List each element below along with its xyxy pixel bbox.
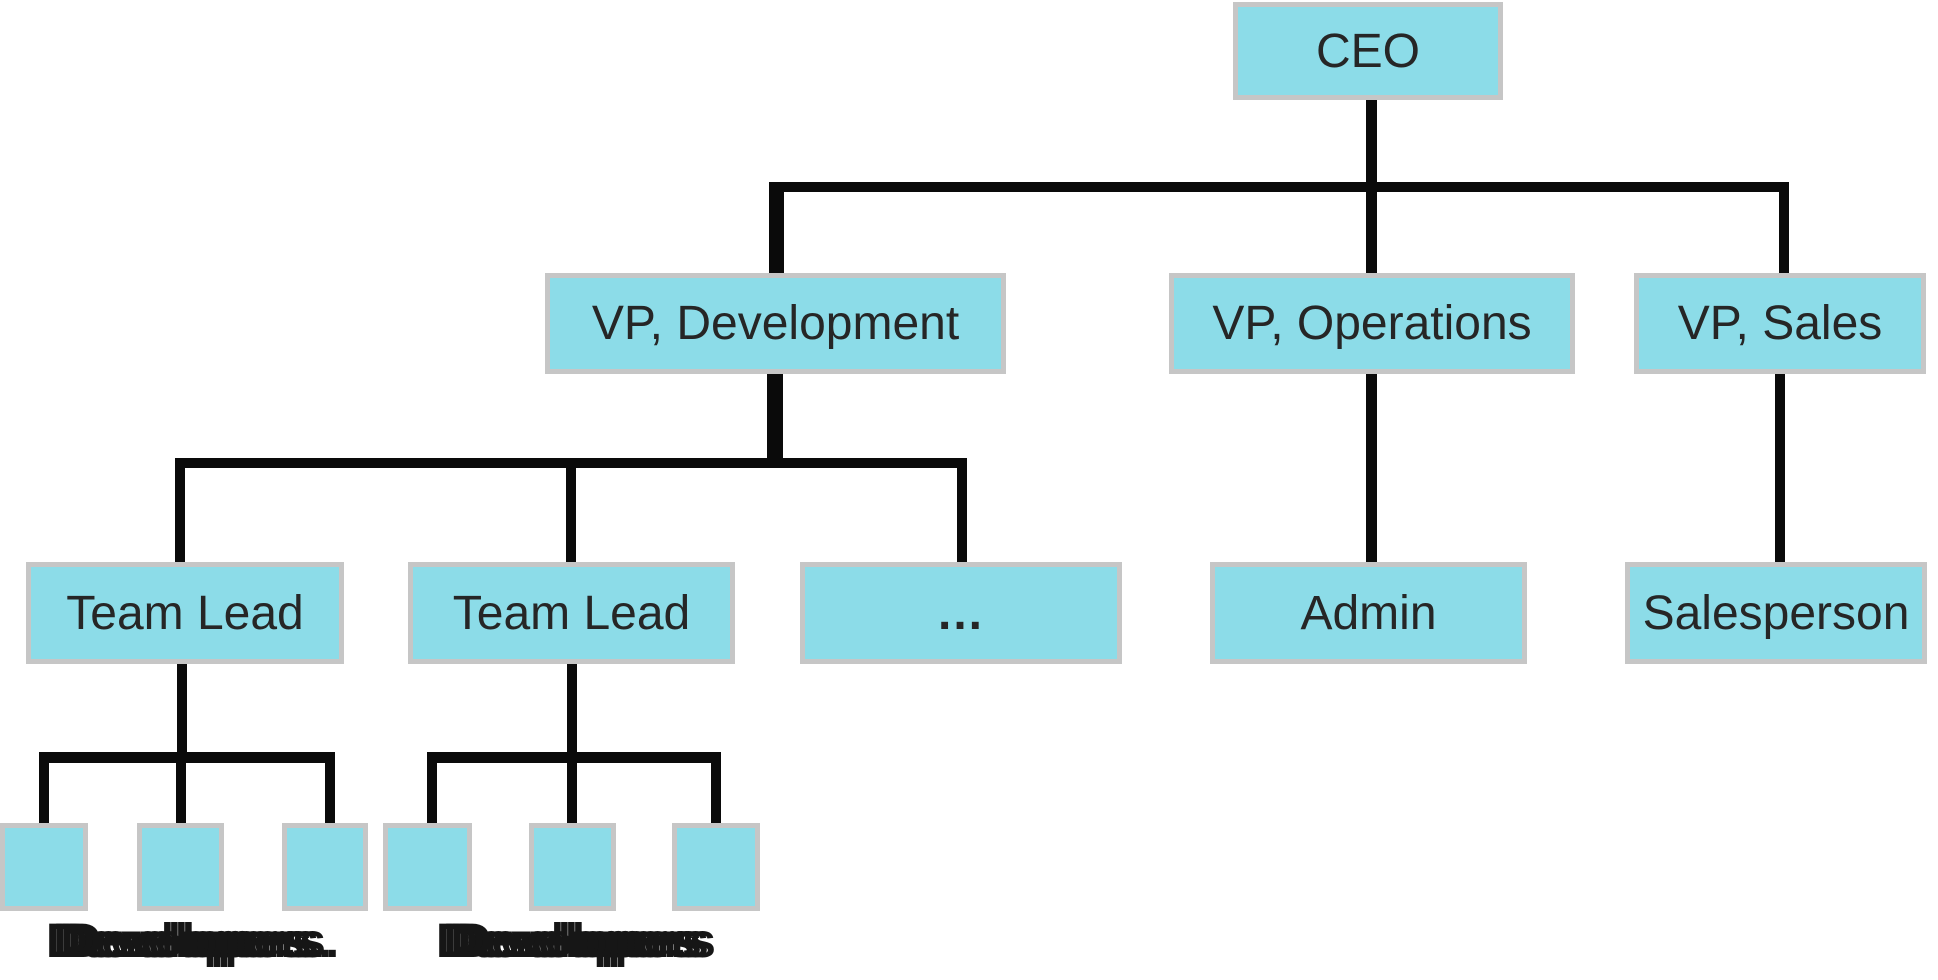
node-vp-operations-label: VP, Operations [1212,297,1532,350]
developers-label-1-copy: Developers. [60,915,333,968]
connector-group-1-drop-1 [39,752,49,832]
developers-label-2-copy: Developers [450,915,709,968]
connector-top-bar [769,182,1789,192]
connector-group-1-drop-3 [325,752,335,832]
node-vp-sales: VP, Sales [1634,273,1926,374]
developers-label-2-copy: Developers [443,915,702,968]
connector-team-lead-1-stem [177,660,187,760]
connector-ceo-stem [1366,95,1377,190]
node-vp-sales-label: VP, Sales [1677,297,1883,350]
connector-group-1-bar [39,752,335,763]
developer-box-4 [383,823,472,911]
node-ellipsis: ... [800,562,1122,664]
node-vp-operations: VP, Operations [1169,273,1575,374]
node-team-lead-1-label: Team Lead [66,586,304,640]
node-vp-development-label: VP, Development [591,297,960,350]
connector-group-2-drop-3 [711,752,721,832]
developer-box-2 [137,823,224,911]
developers-label-1-copy: Developers. [53,915,326,968]
connector-admin-stem [1366,369,1377,568]
node-ceo: CEO [1233,2,1503,100]
connector-group-1-drop-2 [176,752,186,832]
node-team-lead-2: Team Lead [408,562,735,664]
connector-vp-operations-drop [1366,188,1377,278]
connector-vp-development-stem [767,369,783,466]
node-ellipsis-label: ... [937,586,984,640]
connector-ellipsis-drop [957,458,967,568]
developers-label-1-copy: Developers. [67,915,340,968]
developers-label-1: Developers. Developers. Developers. Deve… [46,914,406,980]
developers-label-2-copy: Developers [436,915,695,968]
node-vp-development: VP, Development [545,273,1006,374]
developers-label-2-copy: Developers [457,915,716,968]
developer-box-3 [282,823,368,911]
node-admin: Admin [1210,562,1527,664]
connector-salesperson-stem [1775,369,1785,568]
developer-box-6 [672,823,760,911]
node-ceo-label: CEO [1315,24,1420,78]
connector-vp-sales-drop [1779,182,1789,278]
connector-group-2-drop-2 [567,752,577,832]
developers-label-2: Developers Developers Developers Develop… [436,914,796,980]
connector-team-lead-1-drop [175,458,185,568]
node-salesperson: Salesperson [1625,562,1927,664]
node-team-lead-1: Team Lead [26,562,344,664]
node-team-lead-2-label: Team Lead [452,586,691,640]
developer-box-1 [0,823,88,911]
node-salesperson-label: Salesperson [1642,586,1910,640]
connector-team-lead-2-stem [567,660,577,760]
developers-label-1-copy: Developers. [46,915,319,968]
developer-box-5 [529,823,616,911]
connector-team-lead-2-drop [566,458,576,568]
connector-group-2-drop-1 [427,752,437,832]
node-admin-label: Admin [1300,586,1437,640]
connector-vp-development-drop [769,182,784,278]
